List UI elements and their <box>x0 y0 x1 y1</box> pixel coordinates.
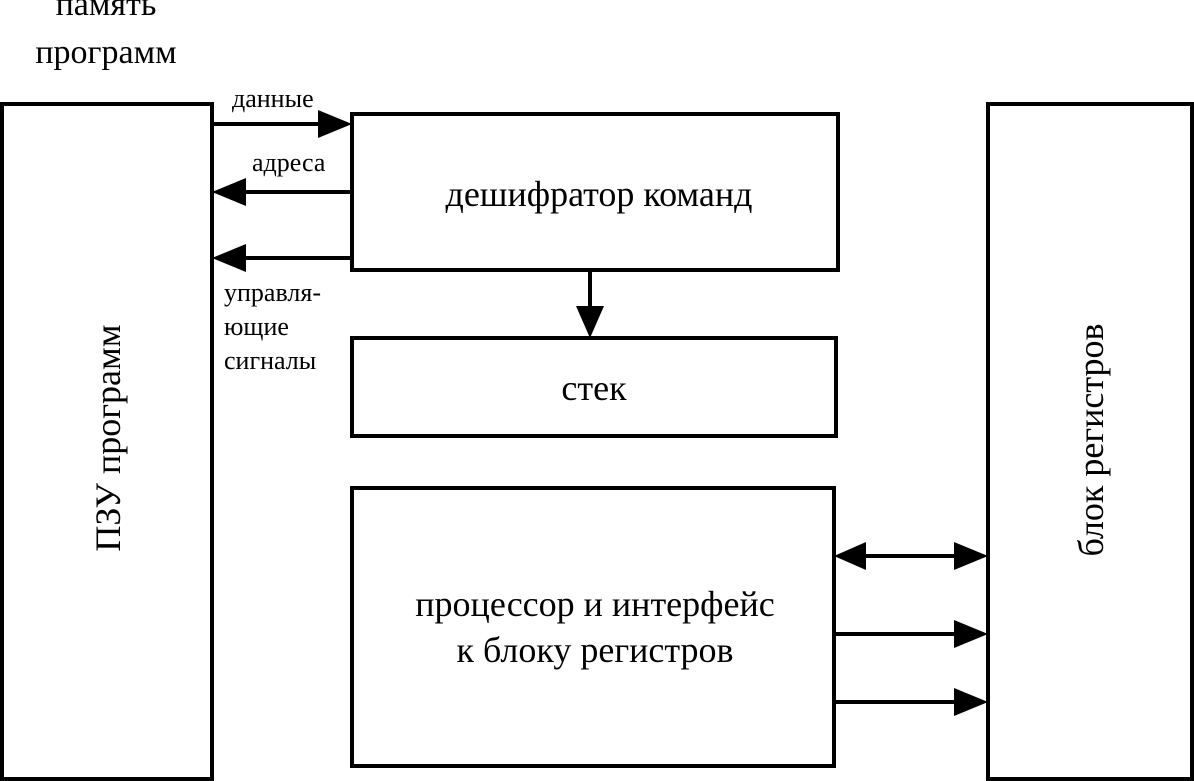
bidir-right-arrowhead <box>954 542 988 570</box>
stack-arrowhead <box>576 306 604 338</box>
stack-label: стек <box>561 368 627 408</box>
stack-box <box>350 336 838 438</box>
rom-label: ПЗУ программ <box>88 324 128 552</box>
control-label-line3: сигналы <box>224 346 317 375</box>
control-label-line1: управля- <box>224 278 321 307</box>
processor-box <box>350 486 836 768</box>
registers-box <box>986 102 1194 781</box>
address-arrowhead <box>212 178 246 206</box>
control-label-line2: ющие <box>224 312 289 341</box>
arrow-1-head <box>954 620 988 648</box>
arrow-2-head <box>954 688 988 716</box>
address-label: адреса <box>252 148 326 177</box>
program-memory-label-line1: память <box>55 0 157 23</box>
rom-box <box>0 102 214 781</box>
registers-label: блок регистров <box>1071 323 1111 557</box>
program-memory-label-line2: программ <box>35 34 177 71</box>
data-label: данные <box>232 84 314 113</box>
data-arrowhead <box>318 110 352 138</box>
bidir-left-arrowhead <box>834 542 866 570</box>
decoder-label: дешифратор команд <box>445 174 753 214</box>
processor-label-line1: процессор и интерфейс <box>415 584 775 624</box>
decoder-box <box>350 112 840 272</box>
processor-label-line2: к блоку регистров <box>456 630 734 670</box>
control-arrowhead <box>212 244 246 272</box>
